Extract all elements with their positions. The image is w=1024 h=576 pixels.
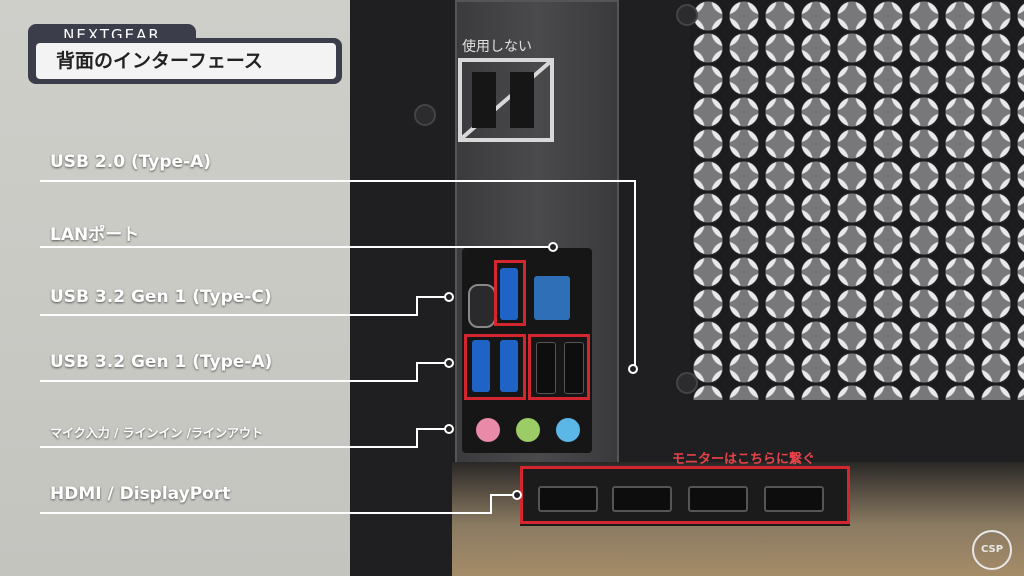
usb-a-port-blue [472,340,490,392]
logo-icon: CSP [972,530,1012,570]
mesh-grille-overlay [690,0,1024,400]
displayport-icon [688,486,748,512]
leader-line [416,296,446,298]
lan-port [534,276,570,320]
leader-line [40,246,552,248]
leader-line [634,180,636,368]
displayport-icon [612,486,672,512]
leader-line [40,380,418,382]
audio-jack-icon [556,418,580,442]
label-usb32c: USB 3.2 Gen 1 (Type-C) [50,287,272,307]
label-usb32a: USB 3.2 Gen 1 (Type-A) [50,352,273,372]
audio-jack-icon [476,418,500,442]
hdmi-icon [538,486,598,512]
leader-dot [512,490,522,500]
background-panel [0,0,350,576]
highlight-usb-c-blue [494,260,526,326]
leader-dot [444,424,454,434]
leader-line [40,446,418,448]
label-usb20: USB 2.0 (Type-A) [50,152,212,172]
highlight-usb20 [528,334,590,400]
leader-line [416,296,418,316]
audio-jack-icon [516,418,540,442]
screw-icon [676,4,698,26]
unused-label: 使用しない [462,39,532,55]
leader-line [416,362,446,364]
label-lan: LANポート [50,225,140,245]
leader-line [416,428,418,448]
unused-port [510,72,534,128]
usb-c-port [468,284,496,328]
monitor-note: モニターはこちらに繋ぐ [672,452,816,467]
leader-dot [548,242,558,252]
screw-icon [676,372,698,394]
usb-a-port-blue [500,340,518,392]
usb-a-port-blue [500,268,518,320]
leader-line [490,494,492,514]
label-hdmi-dp: HDMI / DisplayPort [50,484,231,504]
page-title: 背面のインターフェース [36,43,336,79]
leader-dot [628,364,638,374]
leader-line [490,494,516,496]
highlight-usb32a [464,334,526,400]
leader-dot [444,358,454,368]
unused-port [472,72,496,128]
leader-line [416,428,446,430]
displayport-icon [764,486,824,512]
unused-ports-box [458,58,554,142]
leader-line [40,180,636,182]
leader-dot [444,292,454,302]
label-audio: マイク入力 / ラインイン /ラインアウト [50,426,264,440]
leader-line [40,512,492,514]
leader-line [40,314,418,316]
highlight-display-ports [520,466,850,524]
usb-a-port-black [564,342,584,394]
usb-a-port-black [536,342,556,394]
leader-line [416,362,418,382]
screw-icon [414,104,436,126]
